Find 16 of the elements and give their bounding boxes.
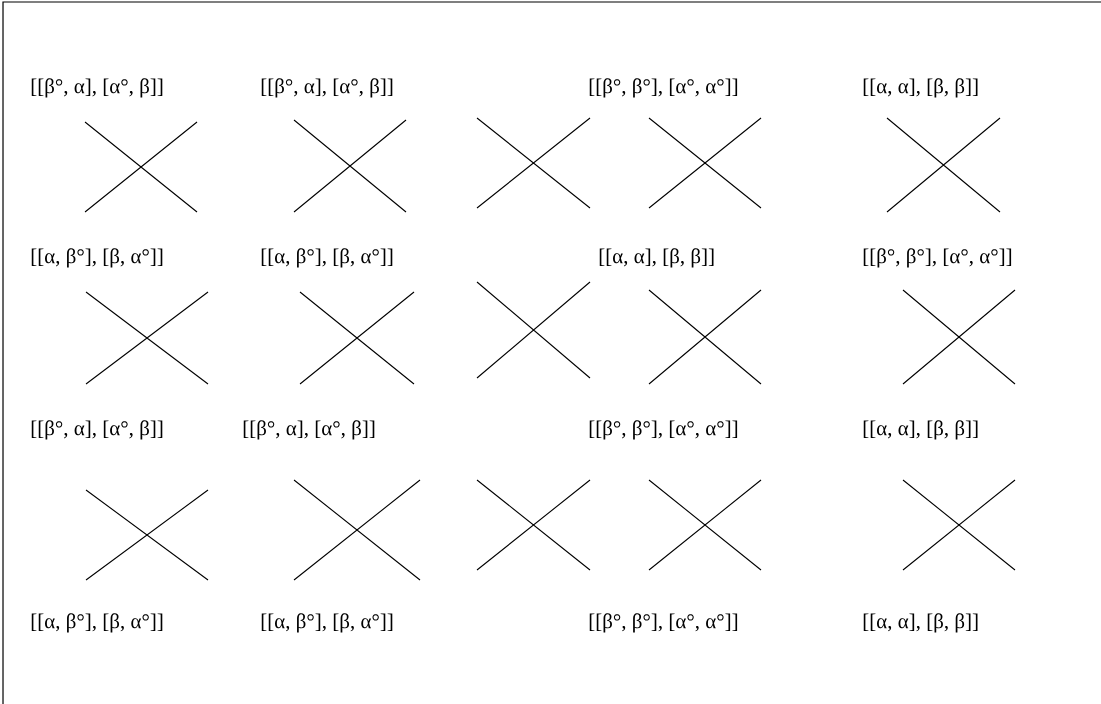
label-text: [[α, α], [β, β]] — [863, 420, 978, 440]
label-text: [[α, β°], [β, α°]] — [31, 613, 163, 633]
label-text: [[β°, α], [α°, β]] — [243, 420, 375, 440]
label-text: [[α, α], [β, β]] — [863, 613, 978, 633]
label-text: [[α, α], [β, β]] — [863, 78, 978, 98]
label-text: [[α, β°], [β, α°]] — [261, 613, 393, 633]
label-text: [[α, β°], [β, α°]] — [31, 248, 163, 268]
label-text: [[β°, α], [α°, β]] — [31, 420, 163, 440]
label-text: [[α, β°], [β, α°]] — [261, 248, 393, 268]
label-text: [[β°, β°], [α°, α°]] — [863, 248, 1012, 268]
label-text: [[α, α], [β, β]] — [599, 248, 714, 268]
label-text: [[β°, α], [α°, β]] — [31, 78, 163, 98]
label-text: [[β°, β°], [α°, α°]] — [589, 78, 738, 98]
label-text: [[β°, β°], [α°, α°]] — [589, 420, 738, 440]
label-text: [[β°, α], [α°, β]] — [261, 78, 393, 98]
label-text: [[β°, β°], [α°, α°]] — [589, 613, 738, 633]
